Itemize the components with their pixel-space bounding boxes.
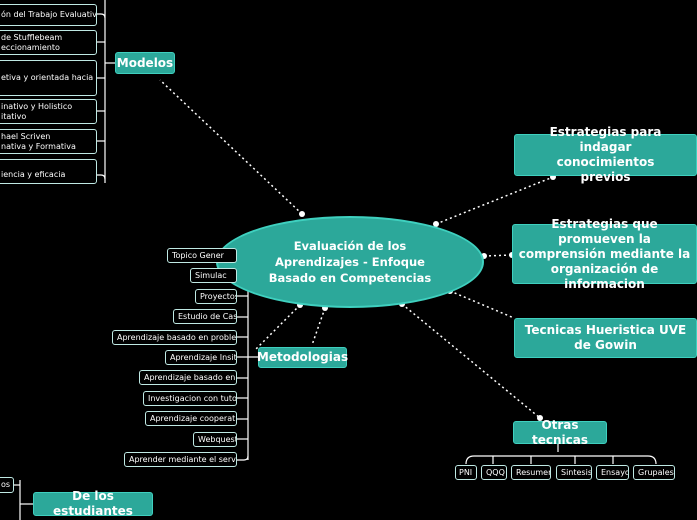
topic-metodologias[interactable]: Metodologias xyxy=(257,347,348,368)
central-topic[interactable]: Evaluación de los Aprendizajes - Enfoque… xyxy=(216,216,484,308)
metodologias-item-2[interactable]: Simulac xyxy=(190,268,237,283)
central-topic-line-2: Aprendizajes - Enfoque xyxy=(275,255,425,269)
link-estrategias-comprension xyxy=(483,254,513,257)
modelos-item-4[interactable]: inativo y Holistico itativo xyxy=(0,99,97,124)
link-estrategias-previos xyxy=(435,176,554,225)
modelos-item-5[interactable]: hael Scriven nativa y Formativa xyxy=(0,129,97,154)
estudiantes-item-1[interactable]: os xyxy=(0,477,14,493)
link-tecnicas-uve xyxy=(449,290,515,319)
topic-estrategias-comprension[interactable]: Estrategias que promueven la comprensión… xyxy=(512,217,697,291)
central-topic-line-1: Evaluación de los xyxy=(293,239,407,253)
metodologias-item-5[interactable]: Aprendizaje basado en problemas xyxy=(112,330,237,345)
link-modelos xyxy=(159,79,303,215)
topic-otras-tecnicas[interactable]: Otras tecnicas xyxy=(513,418,607,447)
link-metodologias-b xyxy=(311,307,326,346)
otras-item-pni[interactable]: PNI xyxy=(455,465,477,480)
metodologias-item-4[interactable]: Estudio de Caso xyxy=(173,309,237,324)
otras-item-resumen[interactable]: Resumen xyxy=(511,465,551,480)
modelos-item-6[interactable]: iencia y eficacia xyxy=(0,159,97,184)
metodologias-item-1[interactable]: Topico Gener xyxy=(167,248,237,263)
metodologias-item-3[interactable]: Proyectos xyxy=(195,289,237,304)
modelos-item-3[interactable]: etiva y orientada hacia el xyxy=(0,60,97,96)
link-metodologias-a xyxy=(254,304,301,351)
metodologias-item-11[interactable]: Aprender mediante el servicio xyxy=(124,452,237,467)
metodologias-item-7[interactable]: Aprendizaje basado en tic xyxy=(139,370,237,385)
topic-estrategias-conocimientos-previos[interactable]: Estrategias para indagar conocimientos p… xyxy=(514,125,697,184)
topic-tecnicas-uve-gowin[interactable]: Tecnicas Hueristica UVE de Gowin xyxy=(514,318,697,358)
modelos-item-1[interactable]: ón del Trabajo Evaluativo. xyxy=(0,4,97,26)
otras-item-ensayo[interactable]: Ensayo xyxy=(596,465,629,480)
metodologias-item-6[interactable]: Aprendizaje Insitu xyxy=(165,350,237,365)
otras-item-qqq[interactable]: QQQ xyxy=(481,465,507,480)
otras-item-grupales[interactable]: Grupales xyxy=(633,465,675,480)
metodologias-item-8[interactable]: Investigacion con tutoria xyxy=(143,391,237,406)
metodologias-item-10[interactable]: Webquest xyxy=(193,432,237,447)
central-topic-line-3: Basado en Competencias xyxy=(268,271,432,285)
modelos-item-2[interactable]: de Stufflebeam eccionamiento xyxy=(0,30,97,55)
topic-de-los-estudiantes[interactable]: De los estudiantes xyxy=(33,489,153,518)
otras-item-sintesis[interactable]: Sintesis xyxy=(556,465,592,480)
topic-modelos[interactable]: Modelos xyxy=(115,52,175,74)
metodologias-item-9[interactable]: Aprendizaje cooperativo xyxy=(145,411,237,426)
